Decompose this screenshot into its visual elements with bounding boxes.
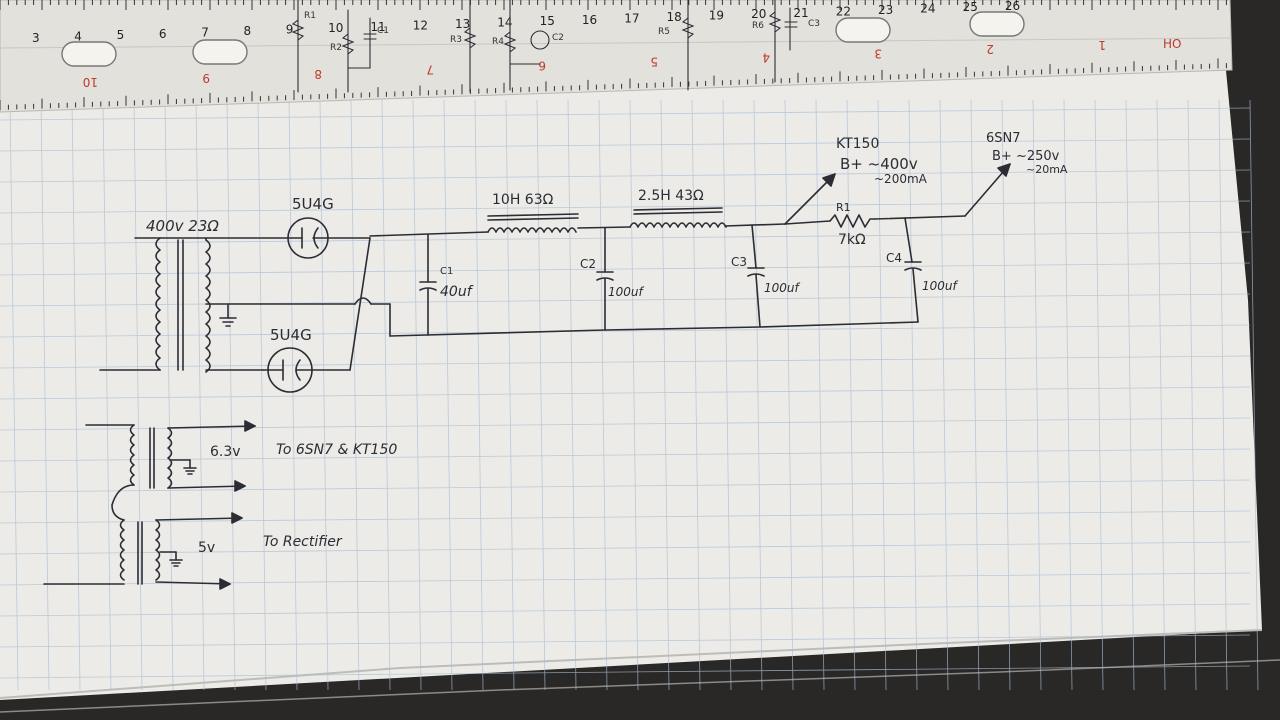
ruler-number: 3 (32, 31, 40, 45)
c3-label: C3 (731, 255, 747, 269)
ruler-red-number: 2 (986, 42, 994, 56)
ruler-number: 10 (328, 21, 343, 35)
ruler-red-number: 1 (1098, 38, 1106, 52)
choke1-label: 10H 63Ω (492, 192, 554, 208)
rectifier-tube-top (287, 217, 371, 259)
ruler-number: 16 (582, 13, 597, 27)
ruler-label-c1: C1 (377, 26, 389, 36)
filament-transformers: 6.3v To 6SN7 & KT150 5v To Rectifier (43, 420, 397, 590)
ruler-red-number: 10 (83, 75, 98, 89)
ruler-slot (192, 39, 248, 65)
ruler-number: 7 (201, 25, 209, 39)
ruler-slot (61, 41, 117, 67)
filament-6v3-label: 6.3v (210, 444, 241, 460)
rectifier-bottom-label: 5U4G (270, 326, 312, 344)
ruler-label-r5: R5 (658, 27, 670, 37)
choke2-label: 2.5H 43Ω (638, 188, 704, 204)
graph-paper (0, 60, 1280, 713)
c1-label: C1 (440, 266, 453, 277)
ruler-number: 4 (74, 30, 82, 44)
filament-5v-note: To Rectifier (263, 534, 343, 550)
capacitor-c2 (596, 227, 614, 331)
ruler-number: 8 (244, 24, 252, 38)
c4-label: C4 (886, 251, 902, 265)
ruler-red-number: 3 (874, 46, 882, 60)
c4-value: 100uf (922, 279, 959, 293)
kt150-label: KT150 (836, 136, 879, 152)
ruler-label-r6: R6 (752, 21, 764, 31)
ruler-label-r1: R1 (304, 11, 316, 21)
kt150-current: ~200mA (874, 172, 928, 186)
transformer-hv-label: 400v 23Ω (146, 217, 219, 235)
ruler-number: 23 (878, 3, 893, 17)
power-transformer (99, 237, 356, 373)
choke-2-5h (629, 207, 727, 228)
r1-label: R1 (836, 201, 851, 214)
6sn7-voltage: B+ ~250v (992, 149, 1060, 164)
ruler-number: 20 (751, 7, 766, 21)
ruler-number: 25 (963, 0, 978, 14)
ruler-red-number: 5 (650, 55, 658, 69)
ruler-brand: HO (1163, 37, 1181, 51)
ruler-number: 22 (836, 4, 851, 18)
capacitor-c4 (904, 217, 922, 323)
filament-6v3-note: To 6SN7 & KT150 (276, 442, 397, 458)
ruler-number: 11 (370, 20, 385, 34)
ruler-number: 24 (920, 2, 935, 16)
ruler-red-number: 4 (762, 50, 770, 64)
kt150-voltage: B+ ~400v (840, 155, 918, 173)
ruler-label-r3: R3 (450, 35, 462, 45)
rectifier-tube-bottom (262, 237, 371, 393)
ruler-label-c2: C2 (552, 33, 564, 43)
resistor-r1 (829, 214, 876, 228)
ruler-number: 12 (413, 18, 428, 32)
ruler-red-number: 8 (314, 67, 322, 81)
ruler-label-r2: R2 (330, 43, 342, 53)
power-supply-schematic: 400v 23Ω 5U4G 5U4G 10H 63Ω 2.5H 43Ω C1 4… (99, 131, 1068, 393)
ruler-red-number: 7 (426, 63, 434, 77)
ruler-number: 13 (455, 17, 470, 31)
c2-label: C2 (580, 257, 596, 271)
ruler-red-number: 6 (538, 59, 546, 73)
choke-10h (487, 213, 579, 233)
capacitor-c3 (747, 224, 765, 328)
ruler-number: 6 (159, 27, 167, 41)
ruler-label-r4: R4 (492, 37, 504, 47)
capacitor-c1 (419, 234, 437, 336)
ruler-slot (969, 11, 1025, 37)
c3-value: 100uf (764, 281, 801, 295)
c2-value: 100uf (608, 285, 645, 299)
ruler-slot (835, 17, 891, 43)
ruler-number: 21 (793, 6, 808, 20)
ruler-number: 17 (624, 11, 639, 25)
filament-5v-label: 5v (198, 540, 215, 556)
rectifier-top-label: 5U4G (292, 195, 334, 213)
6sn7-label: 6SN7 (986, 131, 1021, 146)
ruler-number: 5 (117, 28, 125, 42)
ruler-number: 9 (286, 23, 294, 37)
ruler-red-number: 9 (202, 71, 210, 85)
r1-value: 7kΩ (838, 232, 866, 248)
ruler-number: 18 (667, 10, 682, 24)
ruler-number: 19 (709, 9, 724, 23)
ruler-number: 14 (497, 16, 512, 30)
c1-value: 40uf (440, 284, 474, 300)
6sn7-current: ~20mA (1026, 163, 1068, 176)
ruler-number: 26 (1005, 0, 1020, 13)
ruler-number: 15 (540, 14, 555, 28)
ruler-label-c3: C3 (808, 19, 820, 29)
